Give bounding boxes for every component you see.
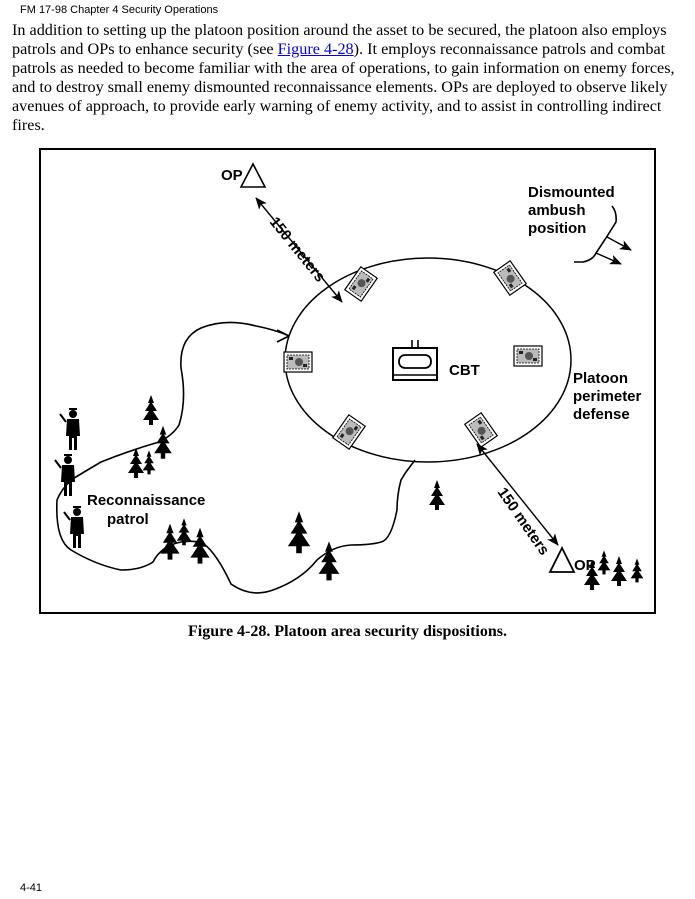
pine-tree-icon	[597, 550, 611, 575]
tank-icon	[332, 414, 366, 450]
running-header: FM 17-98 Chapter 4 Security Operations	[20, 4, 219, 16]
distance-label-bottom: 150 meters	[494, 485, 553, 559]
op-bottom: OP	[548, 545, 596, 574]
cbt-vehicle-icon	[392, 340, 438, 381]
body-paragraph: In addition to setting up the platoon po…	[12, 21, 684, 135]
distance-arrow-top	[255, 197, 343, 303]
figure-link[interactable]: Figure 4-28	[277, 40, 354, 58]
page-number: 4-41	[20, 882, 43, 894]
tank-icon	[464, 412, 498, 448]
pine-tree-icon	[143, 395, 159, 425]
pine-tree-icon	[128, 448, 144, 478]
patrol-arrowhead	[276, 329, 290, 343]
op-top-label: OP	[221, 167, 243, 184]
pine-tree-icon	[630, 558, 644, 583]
cbt-label: CBT	[449, 362, 480, 379]
distance-arrow-bottom	[476, 443, 559, 546]
ambush-label-line2: ambush	[528, 202, 586, 219]
ambush-label-line3: position	[528, 220, 586, 237]
pine-tree-icon	[142, 450, 156, 475]
ambush-label-line1: Dismounted	[528, 184, 615, 201]
soldier-silhouette-icon	[59, 407, 81, 451]
perimeter-label-line3: defense	[573, 406, 630, 423]
pine-tree-icon	[318, 541, 340, 581]
pine-tree-icon	[160, 523, 180, 560]
recon-label-line2: patrol	[107, 511, 149, 528]
perimeter-label-line1: Platoon	[573, 370, 628, 387]
figure-diagram: OP 150 meters Dismounted ambush position	[54, 162, 644, 594]
op-top: OP	[221, 162, 267, 188]
soldier-silhouette-icon	[54, 453, 76, 497]
triangle-icon	[239, 162, 267, 188]
perimeter-label-line2: perimeter	[573, 388, 642, 405]
recon-label-line1: Reconnaissance	[87, 492, 205, 509]
figure-caption: Figure 4-28. Platoon area security dispo…	[188, 623, 507, 640]
tank-icon	[283, 351, 313, 373]
paragraph-text-end: ). It employs reconnaissance patrols and…	[12, 40, 675, 134]
tank-icon	[344, 266, 378, 302]
pine-tree-icon	[287, 511, 311, 554]
distance-label-top: 150 meters	[266, 214, 329, 286]
op-bottom-label: OP	[574, 557, 596, 574]
tank-icon	[493, 260, 527, 296]
tank-icon	[513, 345, 543, 367]
patrol-route	[55, 321, 416, 594]
pine-tree-icon	[611, 556, 627, 586]
paragraph-text-start: In addition to setting up the platoon po…	[12, 21, 667, 58]
triangle-icon	[548, 545, 576, 573]
pine-tree-icon	[429, 480, 445, 510]
figure-frame: OP 150 meters Dismounted ambush position	[39, 148, 656, 614]
soldier-silhouette-icon	[63, 505, 85, 549]
ambush-symbol	[574, 205, 632, 265]
